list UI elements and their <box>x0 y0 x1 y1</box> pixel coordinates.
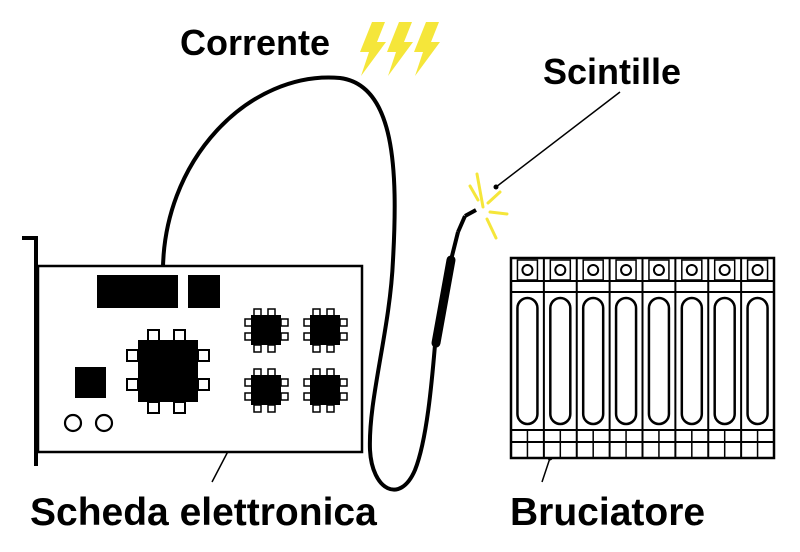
burner-tube <box>746 296 769 426</box>
sparks-leader-line <box>495 91 621 188</box>
board-chip-grid <box>244 308 348 413</box>
label-sparks: Scintille <box>543 51 682 92</box>
board-hole <box>94 413 114 433</box>
burner-port-hole <box>652 264 665 276</box>
burner-port-hole <box>718 264 731 276</box>
lightning-bolts <box>360 22 440 76</box>
board-hole <box>63 413 83 433</box>
sparks <box>468 172 509 240</box>
sparks-leader-dot <box>493 184 499 190</box>
burner-tube <box>713 296 736 426</box>
spark-icon <box>486 190 502 205</box>
lightning-bolt-icon <box>360 22 386 76</box>
lightning-bolt-icon <box>387 22 413 76</box>
board-chip <box>303 308 348 353</box>
board-connector <box>97 275 178 308</box>
spark-icon <box>485 217 498 240</box>
spark-icon <box>488 210 509 216</box>
burner-tube <box>516 296 539 426</box>
board-bracket <box>34 238 38 466</box>
burner-port-hole <box>685 264 698 276</box>
burner-tube <box>549 296 572 426</box>
label-board: Scheda elettronica <box>30 491 377 534</box>
burner-leader-line <box>541 457 551 483</box>
circuit-board <box>22 236 364 466</box>
electrode <box>431 208 477 348</box>
label-current: Corrente <box>180 22 331 63</box>
burner-port-hole <box>751 264 764 276</box>
burner <box>509 256 776 460</box>
board-chip <box>303 368 348 413</box>
burner-tube <box>680 296 704 426</box>
board-chip-small <box>75 367 106 398</box>
board-chip <box>244 308 289 353</box>
spark-icon <box>475 172 485 209</box>
burner-tube <box>614 296 638 426</box>
board-processor <box>126 329 210 414</box>
burner-port-hole <box>587 264 600 276</box>
burner-tube <box>647 296 671 426</box>
wire <box>160 75 437 492</box>
burner-port-hole <box>521 264 534 276</box>
burner-port-hole <box>554 264 567 276</box>
lightning-bolt-icon <box>414 22 440 76</box>
board-chip <box>244 368 289 413</box>
spark-icon <box>468 184 480 202</box>
label-burner: Bruciatore <box>510 491 706 534</box>
board-chip-small <box>188 275 220 308</box>
burner-port-hole <box>620 264 633 276</box>
burner-tube <box>581 296 605 426</box>
